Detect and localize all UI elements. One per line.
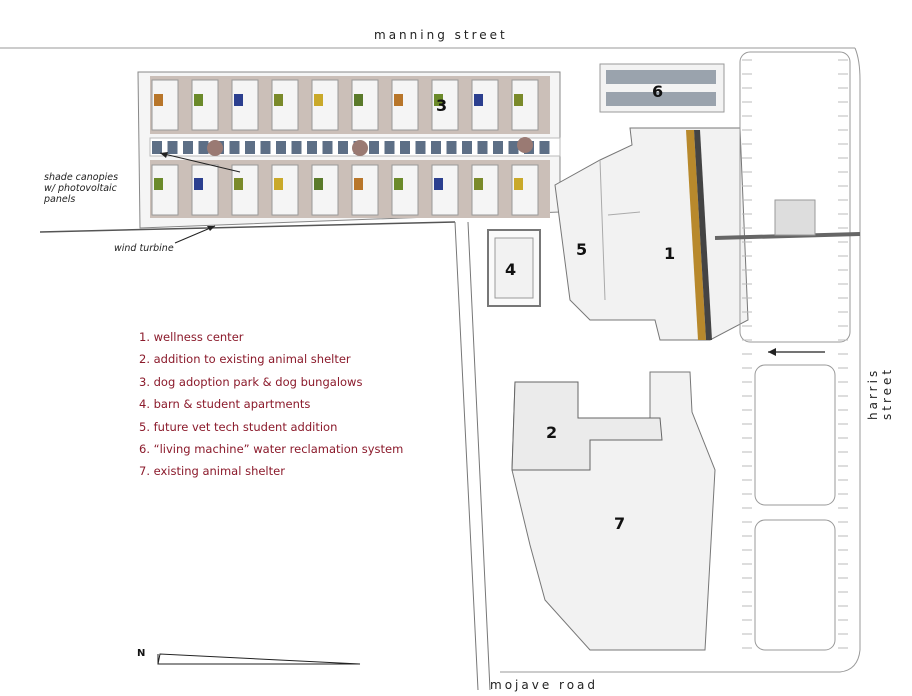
canopy bbox=[276, 141, 286, 154]
harris-street-edge bbox=[500, 47, 861, 673]
dog-adoption-park bbox=[137, 71, 561, 229]
parking-stalls bbox=[742, 59, 848, 649]
canopy bbox=[446, 141, 457, 154]
canopy bbox=[245, 141, 255, 154]
canopy bbox=[260, 141, 271, 154]
canopy bbox=[229, 141, 240, 154]
bungalow bbox=[511, 79, 539, 131]
canopy bbox=[338, 141, 348, 154]
wind-turbine-annotation: wind turbine bbox=[114, 243, 174, 254]
canopy bbox=[322, 141, 333, 154]
dog-bungalows bbox=[151, 79, 539, 216]
legend: 1. wellness center 2. addition to existi… bbox=[139, 326, 403, 483]
canopy bbox=[369, 141, 379, 154]
north-arrow-icon bbox=[157, 653, 361, 665]
canopy bbox=[462, 141, 472, 154]
tree bbox=[517, 137, 533, 153]
canopy bbox=[152, 141, 162, 154]
label-3: 3 bbox=[436, 96, 448, 115]
canopy bbox=[291, 141, 302, 154]
driveway bbox=[454, 221, 491, 691]
canopy bbox=[400, 141, 410, 154]
label-6: 6 bbox=[652, 82, 664, 101]
label-1: 1 bbox=[664, 244, 676, 263]
canopy bbox=[198, 141, 209, 154]
barn-building bbox=[487, 229, 541, 307]
label-4: 4 bbox=[505, 260, 517, 279]
legend-item: 6. “living machine” water reclamation sy… bbox=[139, 442, 404, 457]
animal-shelter-building bbox=[511, 371, 716, 651]
canopy bbox=[307, 141, 317, 154]
canopy-leader bbox=[159, 152, 241, 173]
tree bbox=[207, 140, 223, 156]
living-machine-building bbox=[599, 63, 725, 113]
canopy bbox=[493, 141, 503, 154]
wellness-center-building bbox=[554, 127, 749, 341]
bungalow bbox=[151, 164, 179, 216]
canopy bbox=[167, 141, 178, 154]
legend-item: 7. existing animal shelter bbox=[139, 464, 285, 479]
label-2: 2 bbox=[546, 423, 558, 442]
legend-item: 3. dog adoption park & dog bungalows bbox=[139, 374, 363, 389]
canopy bbox=[431, 141, 441, 154]
canopy bbox=[477, 141, 488, 154]
road-edge bbox=[39, 221, 456, 233]
stripe bbox=[686, 130, 706, 340]
legend-item: 4. barn & student apartments bbox=[139, 397, 311, 412]
turbine-leader bbox=[174, 225, 216, 244]
north-label: N bbox=[137, 648, 146, 659]
bungalow bbox=[191, 164, 219, 216]
canopy bbox=[539, 141, 550, 154]
label-5: 5 bbox=[576, 240, 588, 259]
label-7: 7 bbox=[614, 514, 626, 533]
canopy bbox=[183, 141, 193, 154]
canopy bbox=[384, 141, 395, 154]
mojave-road-label: mojave road bbox=[490, 678, 598, 692]
manning-street-label: manning street bbox=[374, 28, 508, 42]
harris-street-label: harris street bbox=[866, 366, 894, 420]
legend-item: 1. wellness center bbox=[139, 330, 244, 344]
tree bbox=[352, 140, 368, 156]
canopy bbox=[508, 141, 519, 154]
shade-canopies-annotation: shade canopies w/ photovoltaic panels bbox=[44, 172, 119, 205]
parking-lot bbox=[714, 51, 861, 651]
legend-item: 5. future vet tech student addition bbox=[139, 419, 338, 434]
legend-item: 2. addition to existing animal shelter bbox=[139, 352, 351, 367]
canopy bbox=[415, 141, 426, 154]
